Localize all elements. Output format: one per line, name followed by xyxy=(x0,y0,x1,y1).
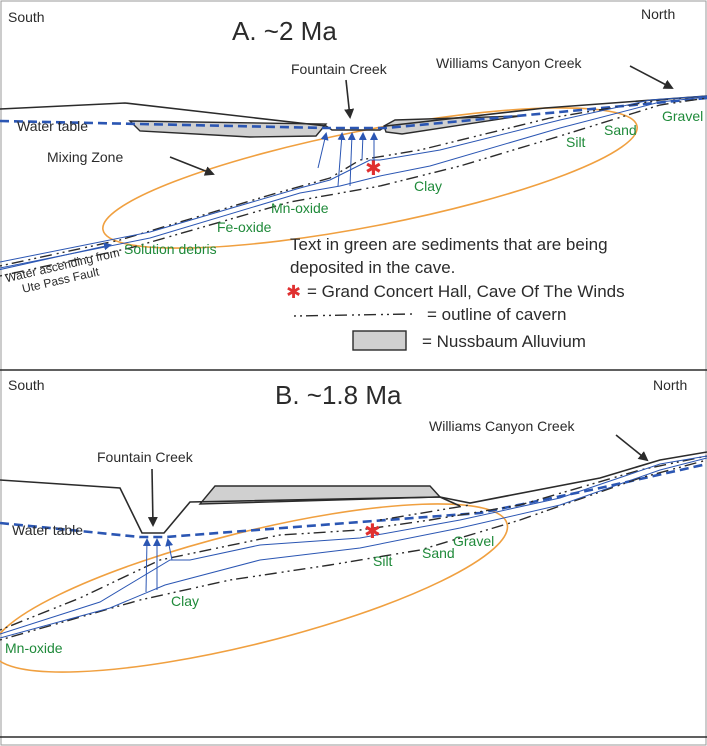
legend-cavern-label: = outline of cavern xyxy=(427,305,566,324)
panel-a-williams-canyon-label: Williams Canyon Creek xyxy=(436,55,582,71)
panel-b-fountain-creek-arrow xyxy=(147,468,158,527)
legend-alluvium-swatch xyxy=(352,330,407,351)
panel-a-ascending-arrow xyxy=(0,242,112,271)
panel-a-mixing-zone-ellipse xyxy=(102,107,638,249)
panel-a-ground-surface xyxy=(0,95,707,131)
panel-a-title: A. ~2 Ma xyxy=(232,16,337,46)
panel-a-solution-debris-label: Solution debris xyxy=(124,241,217,257)
panel-b-cavern-upper xyxy=(0,455,707,631)
panel-a-clay-label: Clay xyxy=(414,178,442,194)
panel-a-sand-label: Sand xyxy=(604,122,637,138)
panel-a-mn-oxide-label: Mn-oxide xyxy=(271,200,329,216)
panel-a-flow-line-1 xyxy=(0,95,707,263)
panel-b-silt-label: Silt xyxy=(373,553,393,569)
panel-b-ground-step xyxy=(439,496,461,507)
panel-a: South North A. ~2 Ma Fountain Creek Will… xyxy=(0,6,707,296)
panel-b-cavern-top xyxy=(379,504,471,521)
panel-a-water-table-label: Water table xyxy=(17,118,88,134)
panel-a-north-label: North xyxy=(641,6,675,22)
panel-a-flow-arrow-4 xyxy=(358,132,367,161)
panel-b-grand-concert-hall-star: ✱ xyxy=(364,519,381,543)
panel-a-williams-canyon-arrow xyxy=(629,65,674,89)
panel-a-south-label: South xyxy=(8,9,45,25)
panel-b-flow-arrow-1 xyxy=(142,538,151,593)
legend-green-note-line2: deposited in the cave. xyxy=(290,258,455,277)
panel-a-mixing-zone-label: Mixing Zone xyxy=(47,149,123,165)
panel-b-ground-surface xyxy=(0,451,707,534)
panel-b-water-table xyxy=(0,462,707,539)
legend-cavern-sample xyxy=(293,313,413,317)
panel-b-fountain-creek-label: Fountain Creek xyxy=(97,449,194,465)
panel-b-williams-canyon-label: Williams Canyon Creek xyxy=(429,418,575,434)
panel-a-alluvium-right xyxy=(383,115,521,135)
panel-a-water-table xyxy=(0,96,707,130)
panel-a-fountain-creek-label: Fountain Creek xyxy=(291,61,388,77)
panel-a-silt-label: Silt xyxy=(566,134,586,150)
legend-star-label: = Grand Concert Hall, Cave Of The Winds xyxy=(307,282,625,301)
panel-b-cavern-lower xyxy=(0,459,707,641)
panel-a-ascending-label: Water ascending from Ute Pass Fault xyxy=(4,245,121,295)
panel-b-sand-label: Sand xyxy=(422,545,455,561)
legend-green-note-line1: Text in green are sediments that are bei… xyxy=(290,235,608,254)
panel-b-north-label: North xyxy=(653,377,687,393)
panel-b-south-label: South xyxy=(8,377,45,393)
panel-a-gravel-label: Gravel xyxy=(662,108,703,124)
panel-b-flow-line-1 xyxy=(0,455,707,635)
panel-b: South North B. ~1.8 Ma Fountain Creek Wi… xyxy=(0,377,707,673)
legend-alluvium-label: = Nussbaum Alluvium xyxy=(422,332,586,351)
panel-b-mn-oxide-label: Mn-oxide xyxy=(5,640,63,656)
panel-b-flow-line-2 xyxy=(0,457,707,639)
panel-b-water-table-label: Water table xyxy=(12,522,83,538)
panel-b-clay-label: Clay xyxy=(171,593,199,609)
panel-a-mixing-zone-arrow xyxy=(169,156,215,176)
panel-a-flow-arrow-1 xyxy=(317,132,329,169)
panel-a-flow-arrow-3 xyxy=(347,132,356,187)
panel-a-alluvium-left xyxy=(128,120,328,138)
panel-b-williams-canyon-arrow xyxy=(615,434,649,462)
legend: Text in green are sediments that are bei… xyxy=(286,235,625,351)
panel-b-flow-arrow-3 xyxy=(165,538,174,561)
legend-star-icon: ✱ xyxy=(286,282,301,303)
panel-a-cavern-lower xyxy=(0,97,707,277)
panel-a-grand-concert-hall-star: ✱ xyxy=(365,156,382,180)
panel-b-gravel-label: Gravel xyxy=(453,533,494,549)
panel-a-flow-line-2 xyxy=(0,96,707,269)
panel-a-flow-arrow-2 xyxy=(337,132,346,187)
panel-a-fountain-creek-arrow xyxy=(344,79,355,119)
panel-b-title: B. ~1.8 Ma xyxy=(275,380,402,410)
panel-b-mixing-zone-ellipse xyxy=(0,503,509,673)
panel-a-fe-oxide-label: Fe-oxide xyxy=(217,219,272,235)
